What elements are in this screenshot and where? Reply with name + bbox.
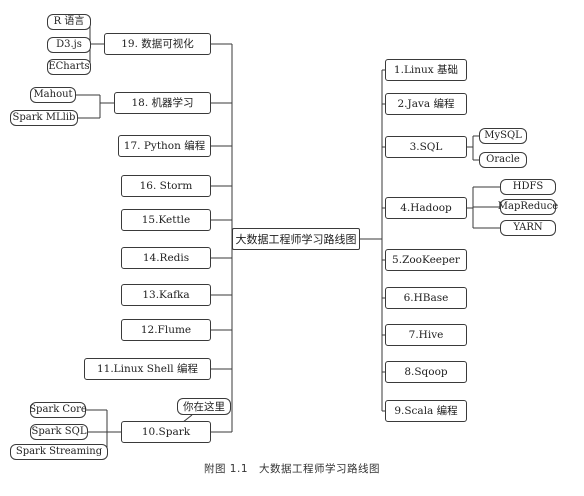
topic-node: 14.Redis xyxy=(121,247,211,269)
topic-node: 18. 机器学习 xyxy=(114,92,211,114)
topic-node: 4.Hadoop xyxy=(385,197,467,219)
topic-node: 15.Kettle xyxy=(121,209,211,231)
subtopic-node: Spark Core xyxy=(29,402,87,418)
you-are-here-callout: 你在这里 xyxy=(177,398,231,415)
subtopic-node: Oracle xyxy=(479,152,527,168)
topic-node: 6.HBase xyxy=(385,287,467,309)
subtopic-node: Mahout xyxy=(30,87,76,103)
subtopic-node: MapReduce xyxy=(498,199,558,215)
subtopic-node: HDFS xyxy=(500,179,556,195)
topic-node: 9.Scala 编程 xyxy=(385,400,467,422)
topic-node: 5.ZooKeeper xyxy=(385,249,467,271)
topic-node: 1.Linux 基础 xyxy=(385,59,467,81)
topic-node: 7.Hive xyxy=(385,324,467,346)
subtopic-node: MySQL xyxy=(479,128,527,144)
topic-node: 19. 数据可视化 xyxy=(104,33,211,55)
subtopic-node: D3.js xyxy=(47,37,91,53)
topic-node: 10.Spark xyxy=(121,421,211,443)
subtopic-node: R 语言 xyxy=(47,14,91,30)
subtopic-node: YARN xyxy=(500,220,556,236)
figure-caption: 附图 1.1 大数据工程师学习路线图 xyxy=(203,463,381,475)
topic-node: 12.Flume xyxy=(121,319,211,341)
center-node: 大数据工程师学习路线图 xyxy=(232,228,360,250)
topic-node: 16. Storm xyxy=(121,175,211,197)
topic-node: 13.Kafka xyxy=(121,284,211,306)
topic-node: 2.Java 编程 xyxy=(385,93,467,115)
topic-node: 17. Python 编程 xyxy=(118,135,211,157)
topic-node: 8.Sqoop xyxy=(385,361,467,383)
subtopic-node: ECharts xyxy=(47,59,91,75)
topic-node: 3.SQL xyxy=(385,136,467,158)
subtopic-node: Spark SQL xyxy=(30,424,88,440)
subtopic-node: Spark MLlib xyxy=(10,110,78,126)
subtopic-node: Spark Streaming xyxy=(10,444,108,460)
topic-node: 11.Linux Shell 编程 xyxy=(84,358,211,380)
